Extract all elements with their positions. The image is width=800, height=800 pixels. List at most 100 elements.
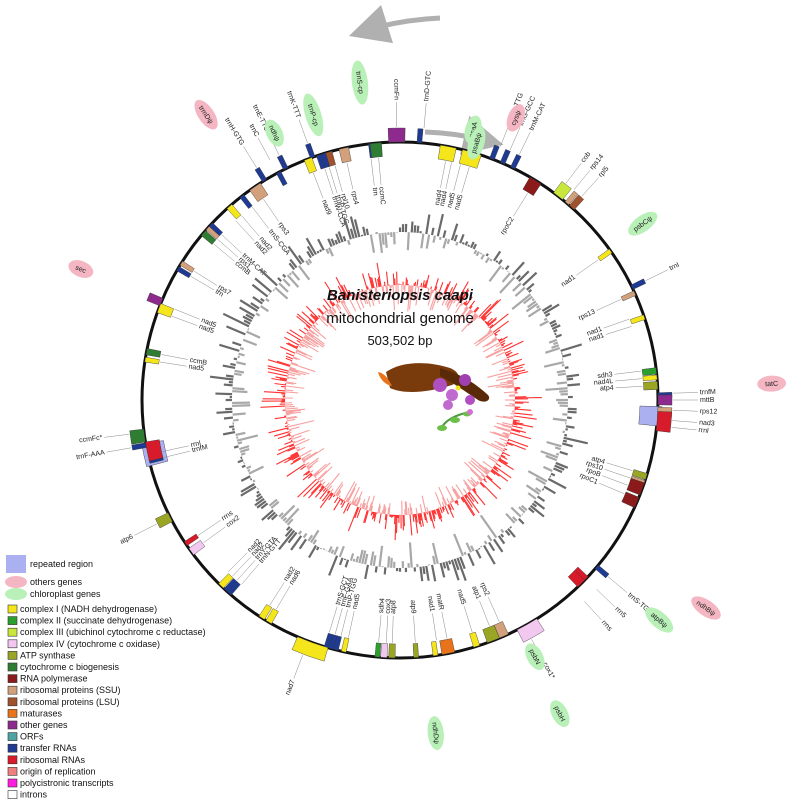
skew-bar xyxy=(285,413,291,416)
label-leader xyxy=(596,589,615,607)
skew-bar xyxy=(352,499,357,506)
skew-bar xyxy=(264,391,286,394)
skew-bar xyxy=(332,494,336,498)
legend-swatch xyxy=(7,755,18,765)
gene-label: rps4 xyxy=(350,190,360,205)
label-leader xyxy=(607,576,628,594)
skew-bar xyxy=(504,350,512,354)
gc-bar xyxy=(222,312,250,328)
skew-bar xyxy=(487,318,497,327)
skew-bar xyxy=(310,313,318,321)
gene-block xyxy=(208,222,223,237)
skew-bar xyxy=(489,313,509,329)
gene-block xyxy=(258,604,273,620)
gc-bar xyxy=(280,504,296,520)
gc-bar xyxy=(546,440,562,448)
skew-bar xyxy=(287,373,295,377)
skew-bar xyxy=(514,387,521,390)
skew-bar xyxy=(284,440,293,445)
gc-bar xyxy=(529,504,545,518)
skew-bar xyxy=(353,497,359,506)
gene-block xyxy=(597,248,613,262)
gene-label: ccmFn xyxy=(392,79,399,100)
gc-bar xyxy=(252,296,264,305)
legend-swatch xyxy=(7,627,18,637)
label-leader xyxy=(432,613,437,641)
gc-bar xyxy=(330,549,335,554)
gc-bar xyxy=(453,533,464,557)
skew-bar xyxy=(374,277,378,288)
skew-bar xyxy=(288,437,292,440)
gene-block xyxy=(304,157,317,174)
gc-bar xyxy=(266,511,276,521)
gene-label: cox3 xyxy=(385,599,393,614)
gc-bar xyxy=(237,355,241,359)
gc-bar xyxy=(512,516,518,522)
skew-bar xyxy=(384,514,387,521)
gc-bar xyxy=(209,375,234,381)
label-leader xyxy=(513,193,528,217)
label-leader xyxy=(602,475,628,486)
gc-bar xyxy=(483,544,496,565)
gc-bar xyxy=(223,383,233,387)
skew-bar xyxy=(284,454,300,464)
gene-block xyxy=(305,142,316,159)
skew-bar xyxy=(288,426,300,431)
skew-bar xyxy=(457,307,469,323)
skew-bar xyxy=(418,513,422,528)
gene-block xyxy=(226,204,242,220)
skew-bar xyxy=(336,489,341,497)
skew-bar xyxy=(437,292,441,298)
gene-block xyxy=(316,154,326,170)
skew-bar xyxy=(492,320,509,333)
skew-bar xyxy=(296,446,306,452)
skew-bar xyxy=(319,492,333,509)
gc-bar xyxy=(349,228,355,239)
skew-bar xyxy=(494,440,506,447)
gene-label: trn xyxy=(214,288,225,298)
gc-bar xyxy=(555,461,569,469)
skew-bar xyxy=(366,286,369,290)
gc-bar xyxy=(459,233,465,244)
gc-bar xyxy=(307,534,314,542)
gene-label: ccmFc* xyxy=(79,434,103,444)
gene-bubble: trnS-cp xyxy=(351,60,369,105)
gc-bar xyxy=(238,352,245,357)
skew-bar xyxy=(506,441,526,451)
gc-bar xyxy=(455,241,459,246)
skew-bar xyxy=(501,344,504,347)
skew-bar xyxy=(412,514,415,522)
skew-bar xyxy=(503,442,507,445)
gc-bar xyxy=(425,565,430,581)
skew-bar xyxy=(309,473,313,476)
skew-bar xyxy=(302,451,318,462)
gc-bar xyxy=(369,551,375,566)
skew-bar xyxy=(299,343,305,348)
gc-bar xyxy=(233,418,239,422)
gc-bar xyxy=(352,558,356,562)
skew-bar xyxy=(373,512,377,522)
gene-block xyxy=(249,182,269,202)
gc-bar xyxy=(495,260,499,264)
skew-bar xyxy=(455,500,459,506)
gc-bar xyxy=(489,258,493,262)
skew-bar xyxy=(361,291,367,305)
skew-bar xyxy=(436,508,443,522)
skew-bar xyxy=(511,369,526,374)
gc-bar xyxy=(246,465,252,470)
legend-label: ribosomal RNAs xyxy=(20,755,86,765)
skew-bar xyxy=(443,283,449,294)
gene-label: rrnl xyxy=(190,440,202,449)
skew-bar xyxy=(356,293,360,300)
label-leader xyxy=(378,157,382,185)
gc-bar xyxy=(453,234,458,242)
skew-bar xyxy=(456,499,459,503)
skew-bar xyxy=(332,302,336,306)
gc-bar xyxy=(358,549,364,564)
skew-bar xyxy=(460,497,465,503)
label-leader xyxy=(232,556,252,577)
gene-label: trnH-GTG xyxy=(223,117,245,147)
gc-bar xyxy=(467,553,475,567)
skew-bar xyxy=(297,478,317,498)
gc-bar xyxy=(543,303,560,315)
